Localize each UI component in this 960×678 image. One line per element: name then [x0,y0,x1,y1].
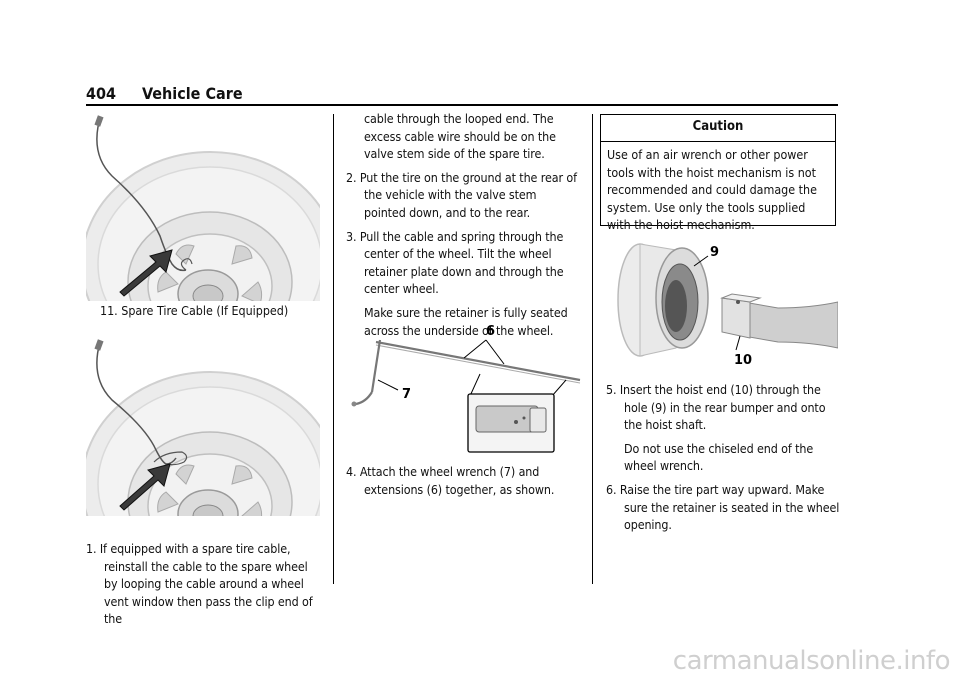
step-6: 6. Raise the tire part way upward. Make … [606,481,840,533]
callout-7: 7 [402,387,411,402]
column-divider-left [333,114,334,584]
step-3-note: Make sure the retainer is fully seated a… [364,304,568,338]
watermark: carmanualsonline.info [672,646,951,676]
step-4-block: 4. Attach the wheel wrench (7) and exten… [346,463,580,502]
column-3-text: 5. Insert the hoist end (10) through the… [606,381,840,538]
step-5-note: Do not use the chiseled end of the wheel… [624,440,814,474]
step-5: 5. Insert the hoist end (10) through the… [606,382,826,433]
hoist-hole-illustration: 9 10 [617,243,838,368]
column-1-text: 1. If equipped with a spare tire cable, … [86,540,322,632]
wheel-wrench-extensions-illustration: 6 7 [351,324,581,453]
header-rule [86,104,838,106]
caution-text: Use of an air wrench or other power tool… [607,147,817,233]
section-title: Vehicle Care [142,84,243,103]
step-2: 2. Put the tire on the ground at the rea… [346,169,577,220]
callout-10: 10 [734,353,752,368]
step-4: 4. Attach the wheel wrench (7) and exten… [346,464,555,497]
spare-tire-cable-illustration-1 [86,115,320,301]
page-number: 404 [86,84,117,103]
caution-title: Caution [601,115,835,142]
step-1: 1. If equipped with a spare tire cable, … [86,541,313,627]
spare-tire-cable-illustration-2 [86,339,320,516]
figure-caption-spare-tire-cable: 11. Spare Tire Cable (If Equipped) [100,303,289,318]
step-3: 3. Pull the cable and spring through the… [346,228,564,297]
callout-9: 9 [710,245,719,260]
callout-6: 6 [486,324,495,339]
column-2-text: cable through the looped end. The excess… [346,110,580,343]
step-1-continued: cable through the looped end. The excess… [364,111,556,162]
caution-box: Caution Use of an air wrench or other po… [600,114,836,232]
column-divider-right [592,114,593,584]
